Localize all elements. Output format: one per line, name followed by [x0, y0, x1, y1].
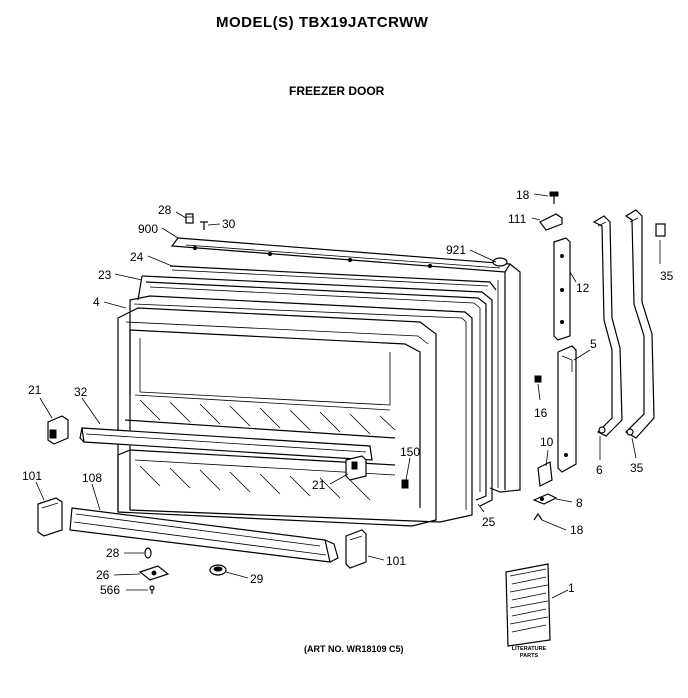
screw-28-top — [185, 213, 194, 224]
label-101-right: 101 — [386, 554, 406, 568]
label-4: 4 — [93, 295, 100, 309]
washer-18-bottom — [533, 512, 543, 521]
section-title: FREEZER DOOR — [289, 84, 385, 98]
screw-566 — [149, 585, 155, 594]
label-23: 23 — [98, 268, 112, 282]
label-150: 150 — [400, 445, 420, 459]
label-6: 6 — [596, 463, 603, 477]
label-10: 10 — [540, 435, 554, 449]
end-cap-21-left — [47, 415, 69, 445]
hinge-cap-111 — [539, 213, 563, 231]
end-cap-21-right — [345, 455, 367, 481]
label-18-bottom: 18 — [570, 523, 584, 537]
literature-label: LITERATURE PARTS — [505, 646, 553, 660]
label-111: 111 — [508, 212, 527, 226]
label-566: 566 — [100, 583, 120, 597]
art-number: (ART NO. WR18109 C5) — [304, 644, 404, 654]
bracket-10 — [537, 461, 553, 487]
label-18-top: 18 — [516, 188, 530, 202]
label-5: 5 — [590, 337, 597, 351]
bumper-29 — [209, 564, 227, 576]
screw-150 — [401, 479, 409, 489]
screw-18-top — [549, 191, 559, 204]
label-21-left: 21 — [28, 383, 42, 397]
label-1: 1 — [568, 581, 575, 595]
leader-lines — [35, 193, 661, 599]
label-35-bottom: 35 — [630, 461, 644, 475]
part-labels: 28 30 900 24 23 4 921 18 111 12 35 5 16 … — [22, 188, 674, 597]
label-30: 30 — [222, 217, 236, 231]
end-cap-101-left — [37, 497, 63, 537]
hinge-bracket-12 — [553, 237, 571, 341]
label-28-bottom: 28 — [106, 546, 120, 560]
screw-28-bottom — [144, 547, 152, 559]
literature-label-line2: PARTS — [519, 653, 539, 659]
label-26: 26 — [96, 568, 110, 582]
plug-921 — [492, 257, 508, 267]
label-28-top: 28 — [158, 203, 172, 217]
hinge-bracket-5 — [557, 345, 577, 473]
bin-front-bar — [69, 507, 339, 563]
label-35-top: 35 — [660, 269, 674, 283]
hinge-pin-8 — [532, 493, 558, 505]
label-29: 29 — [250, 572, 264, 586]
door-liner — [117, 295, 473, 527]
end-cap-101-right — [345, 529, 367, 569]
label-21-right: 21 — [312, 478, 326, 492]
shelf-bar — [79, 427, 373, 461]
label-25: 25 — [482, 515, 496, 529]
literature-label-line1: LITERATURE — [511, 646, 547, 652]
label-8: 8 — [576, 496, 583, 510]
screw-30 — [200, 221, 208, 230]
label-921: 921 — [446, 243, 466, 257]
handle-6 — [592, 215, 623, 437]
label-900: 900 — [138, 222, 158, 236]
handle-35 — [624, 209, 655, 439]
outer-door-panel — [170, 237, 521, 493]
screw-16 — [534, 375, 542, 383]
label-24: 24 — [130, 250, 144, 264]
label-101-left: 101 — [22, 469, 42, 483]
literature-booklet — [505, 563, 551, 647]
label-32: 32 — [74, 385, 88, 399]
label-108: 108 — [82, 471, 102, 485]
door-gasket — [137, 265, 497, 507]
label-16: 16 — [534, 406, 548, 420]
label-12: 12 — [576, 281, 590, 295]
handle-cap-35 — [655, 223, 666, 237]
bracket-26 — [138, 565, 170, 581]
model-title: MODEL(S) TBX19JATCRWW — [216, 14, 429, 31]
